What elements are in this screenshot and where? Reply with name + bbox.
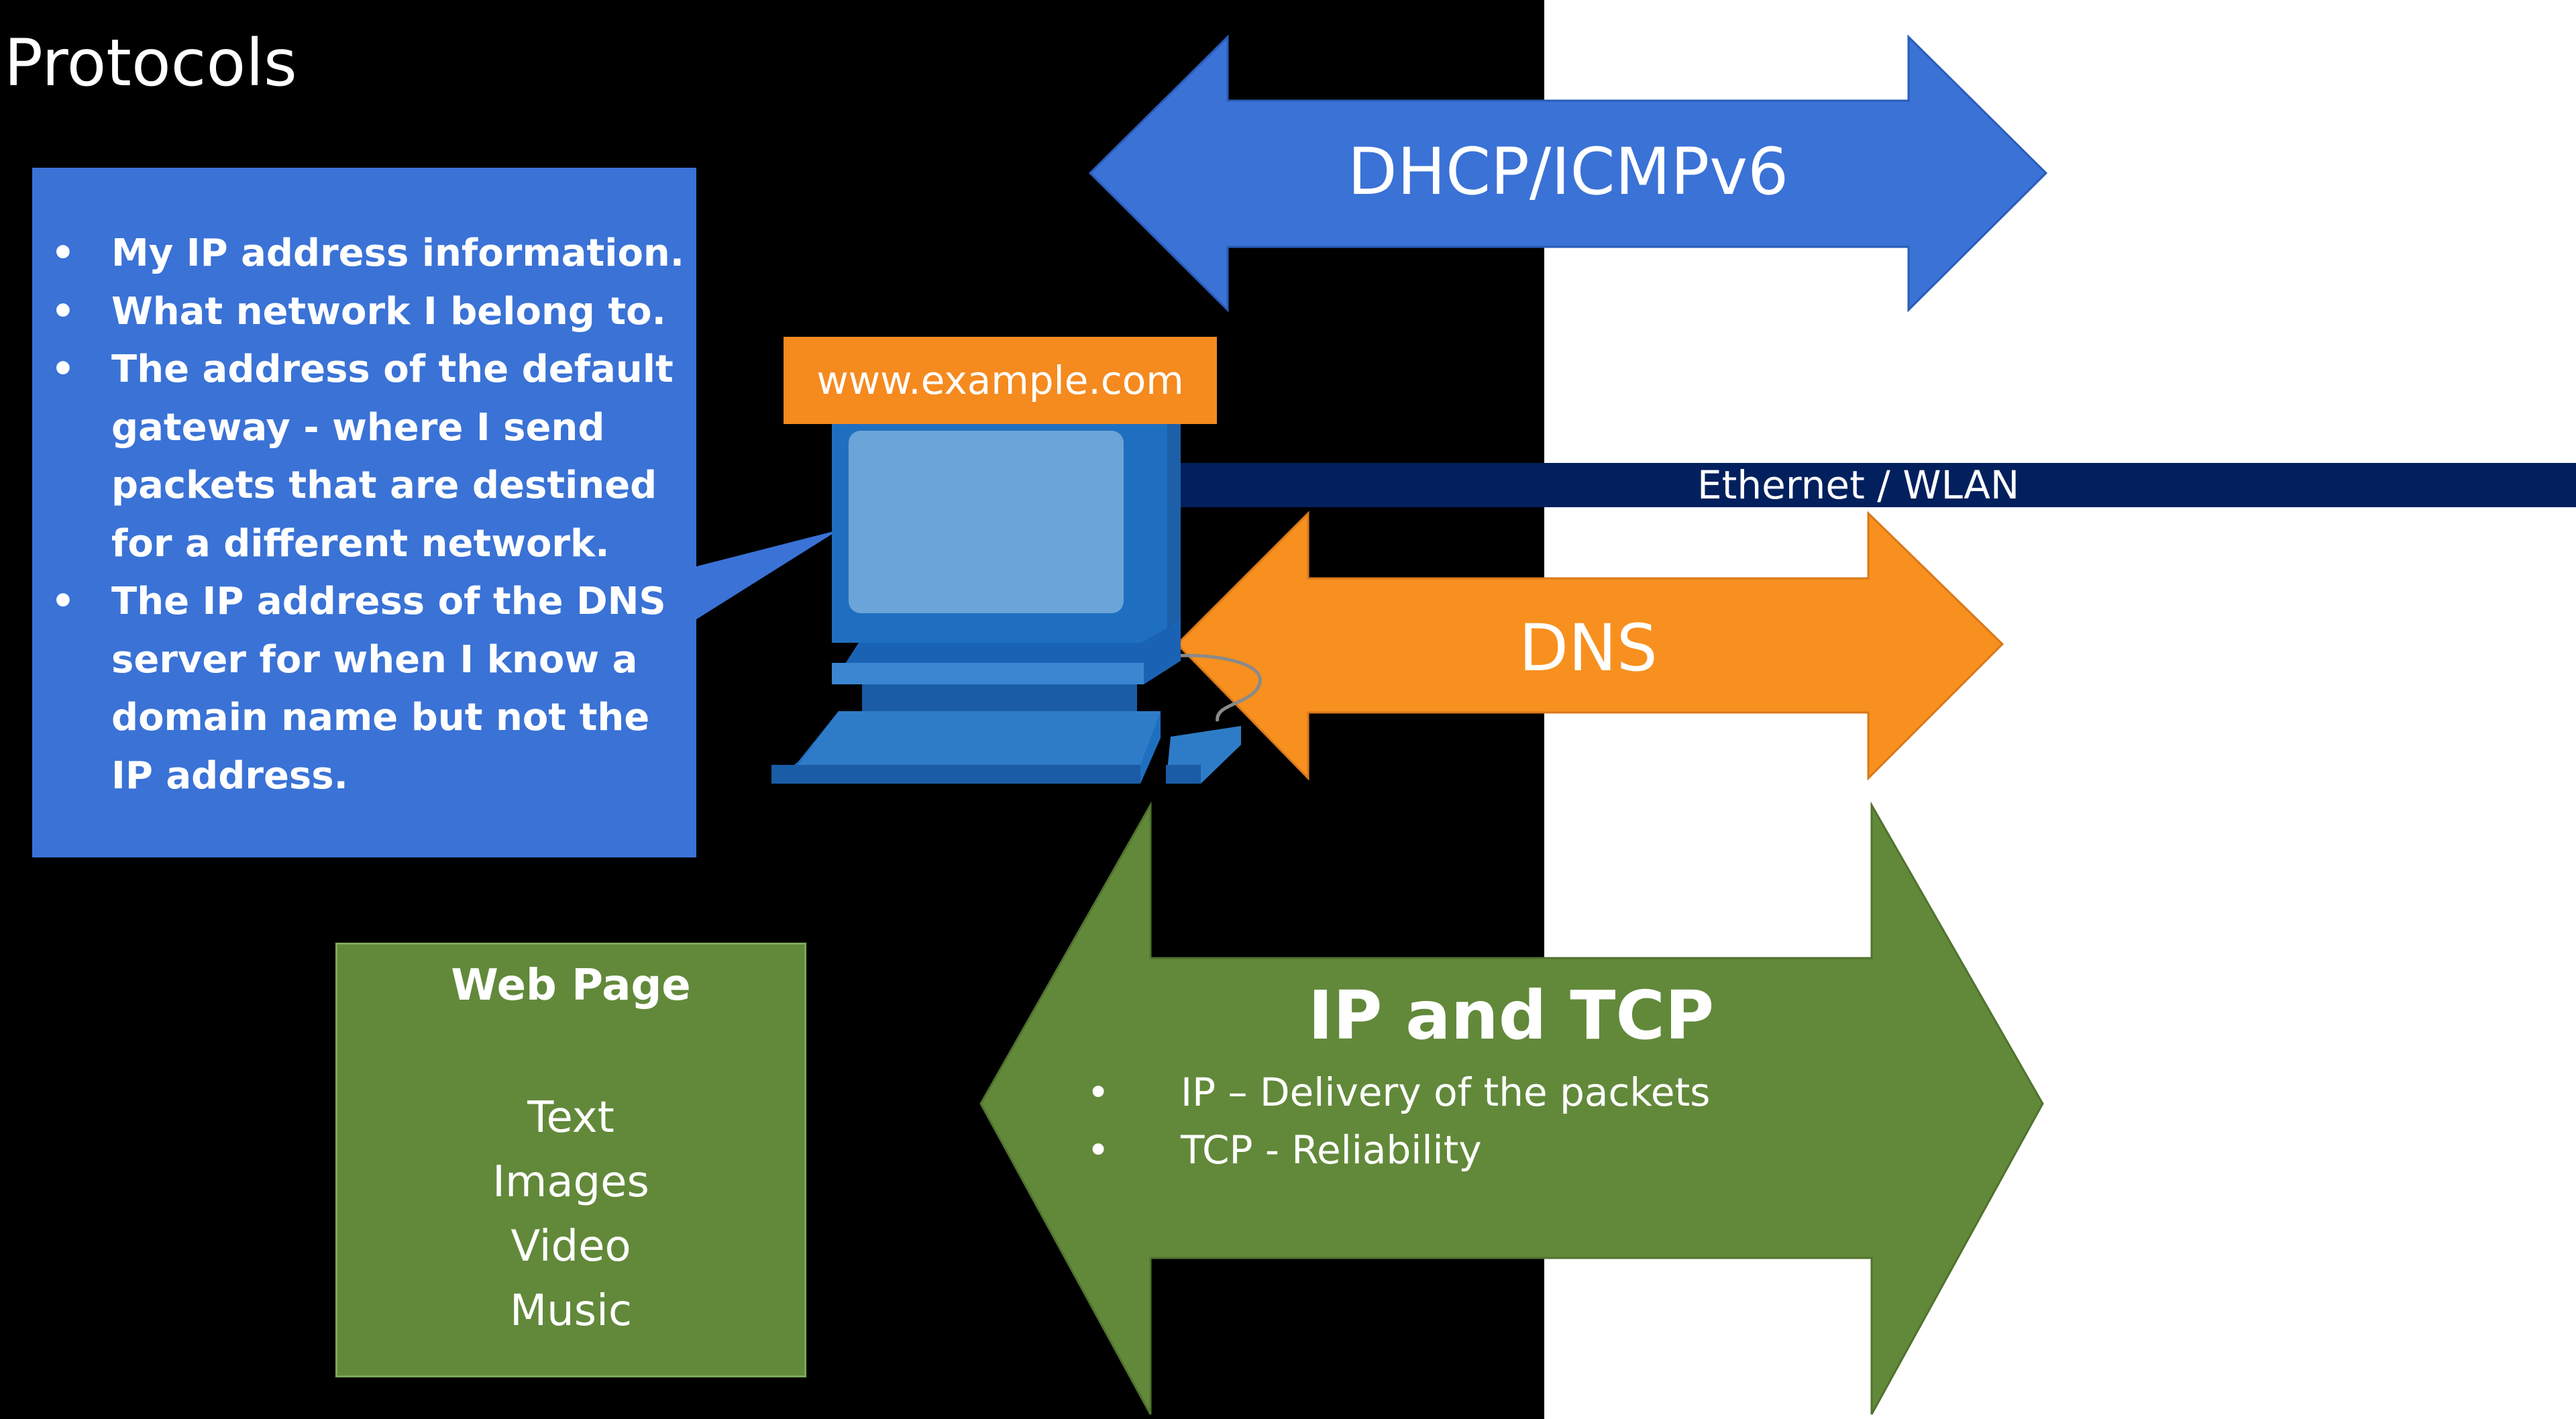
dhcp-label: DHCP/ICMPv6 xyxy=(1347,134,1789,209)
web-page-box: Web Page Text Images Video Music xyxy=(335,943,806,1377)
info-item: What network I belong to. xyxy=(44,283,688,341)
ethernet-label: Ethernet / WLAN xyxy=(1697,462,2020,508)
dns-label: DNS xyxy=(1519,611,1658,686)
slide-title: Protocols xyxy=(4,25,297,101)
iptcp-item: IP – Delivery of the packets xyxy=(1073,1063,1711,1121)
iptcp-item: TCP - Reliability xyxy=(1073,1121,1711,1179)
web-page-item: Music xyxy=(509,1286,633,1336)
web-page-item: Video xyxy=(511,1222,631,1271)
iptcp-title: IP and TCP xyxy=(1307,976,1715,1055)
info-item: My IP address information. xyxy=(44,225,688,283)
web-page-item: Images xyxy=(492,1157,649,1207)
web-page-title: Web Page xyxy=(451,961,691,1010)
url-label: www.example.com xyxy=(784,337,1217,424)
info-list: My IP address information. What network … xyxy=(44,225,688,805)
iptcp-list: IP – Delivery of the packets TCP - Relia… xyxy=(1073,1063,1711,1179)
ethernet-bar xyxy=(1181,463,2576,507)
info-item: The IP address of the DNS server for whe… xyxy=(44,573,688,805)
info-item: The address of the default gateway - whe… xyxy=(44,341,688,573)
web-page-item: Text xyxy=(527,1093,614,1143)
web-page-items: Text Images Video Music xyxy=(337,1086,804,1343)
